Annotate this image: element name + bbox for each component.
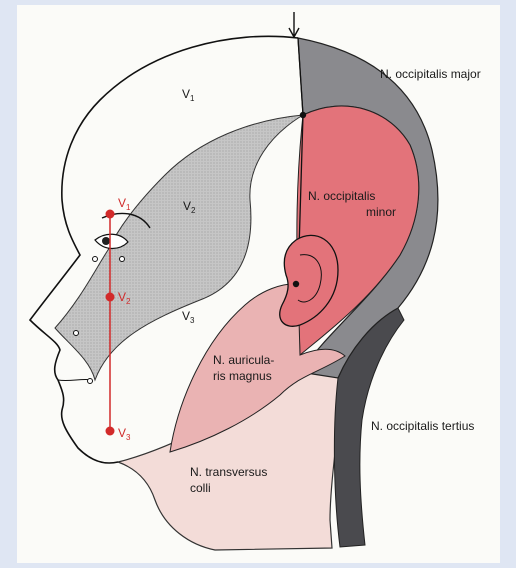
vertex-arrow-icon <box>289 12 299 37</box>
label-occipitalis-minor-1: N. occipitalis <box>308 189 375 203</box>
label-auricularis-1: N. auricula- <box>213 353 274 367</box>
mouth <box>58 379 92 380</box>
label-transversus-2: colli <box>190 481 211 495</box>
label-auricularis-2: ris magnus <box>213 369 272 383</box>
marker-v2 <box>106 293 115 302</box>
label-occipitalis-tertius: N. occipitalis tertius <box>371 419 474 433</box>
label-occipitalis-minor-2: minor <box>366 205 396 219</box>
marker-v3-label: V3 <box>118 426 131 442</box>
label-occipitalis-major: N. occipitalis major <box>380 67 481 81</box>
zone-v1-label: V1 <box>182 87 195 103</box>
marker-v1-label: V1 <box>118 196 131 212</box>
vertex-junction-dot <box>300 112 306 118</box>
ear-junction-dot <box>293 281 299 287</box>
marker-v3 <box>106 427 115 436</box>
marker-v1 <box>106 210 115 219</box>
zone-v3-label: V3 <box>182 309 195 325</box>
label-transversus-1: N. transversus <box>190 465 267 479</box>
